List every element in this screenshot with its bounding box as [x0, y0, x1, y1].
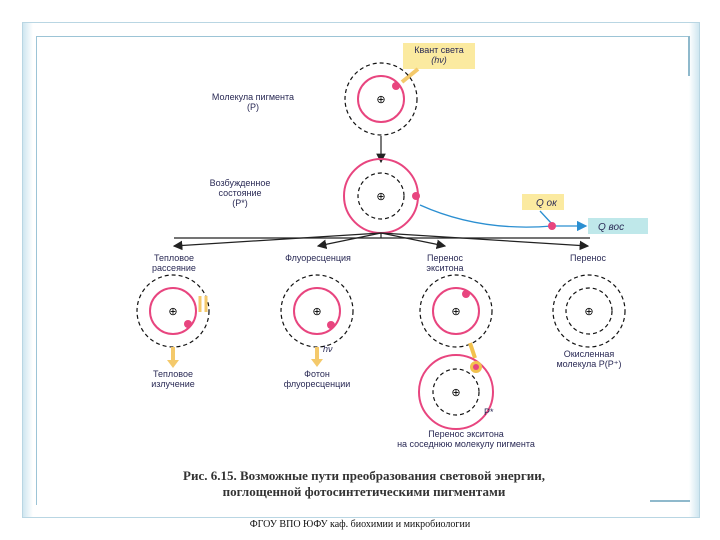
- q-oxidized-label: Q ок: [536, 198, 558, 209]
- thermal-out-label: Тепловое: [153, 369, 193, 379]
- q-reduced-box: [588, 218, 648, 234]
- molecule-label: (P): [247, 102, 259, 112]
- oxidized-label: Окисленная: [564, 349, 615, 359]
- oxidized-label: молекула P(P⁺): [556, 359, 621, 369]
- frame-accent: [688, 36, 690, 76]
- fluorescence-molecule: ⊕: [280, 274, 354, 348]
- electron: [327, 321, 335, 329]
- thermal-label: Тепловое: [154, 253, 194, 263]
- q-oxidized-box: [522, 194, 564, 210]
- nucleus-icon: ⊕: [451, 387, 460, 399]
- figure-caption: поглощенной фотосинтетическими пигментам…: [223, 484, 506, 499]
- transfer-label: Перенос: [570, 253, 606, 263]
- arrow: [172, 232, 382, 251]
- heat-icon: [198, 296, 208, 312]
- nucleus-icon: ⊕: [312, 306, 321, 318]
- fluorescence-label: Флуоресценция: [285, 253, 351, 263]
- nucleus-icon: ⊕: [451, 306, 460, 318]
- excited-label: состояние: [218, 188, 261, 198]
- photon-label: флуоресценции: [284, 379, 351, 389]
- p-star-label: P*: [484, 407, 494, 417]
- electron: [548, 222, 556, 230]
- thermal-molecule: ⊕: [136, 274, 210, 348]
- nucleus-icon: ⊕: [376, 94, 385, 106]
- arrow: [316, 232, 382, 250]
- arrow: [380, 232, 590, 251]
- excited-label: (P*): [232, 198, 248, 208]
- ground-state-molecule: ⊕: [344, 62, 418, 136]
- electron: [392, 82, 400, 90]
- frame-accent: [650, 500, 690, 502]
- arrow: [539, 210, 553, 225]
- electron-transfer-path: [419, 204, 553, 228]
- molecule-label: Молекула пигмента: [212, 92, 294, 102]
- exciton-label: Перенос: [427, 253, 463, 263]
- slide-footer: ФГОУ ВПО ЮФУ каф. биохимии и микробиолог…: [249, 519, 471, 530]
- electron: [473, 364, 479, 370]
- photon-label: Фотон: [304, 369, 330, 379]
- thermal-label: рассеяние: [152, 263, 196, 273]
- quantum-callout: [403, 43, 475, 69]
- neighbour-molecule: ⊕: [418, 354, 494, 430]
- exciton-molecule: ⊕: [419, 274, 493, 348]
- quantum-label: (hν): [431, 55, 447, 65]
- nucleus-icon: ⊕: [168, 306, 177, 318]
- excited-state-molecule: ⊕: [343, 158, 420, 234]
- quantum-label: Квант света: [414, 45, 463, 55]
- excited-label: Возбужденное: [210, 178, 271, 188]
- nucleus-icon: ⊕: [584, 306, 593, 318]
- exciton-next-label: Перенос экситона: [428, 429, 504, 439]
- thermal-out-label: излучение: [151, 379, 195, 389]
- exciton-label: экситона: [426, 263, 463, 273]
- electron: [462, 290, 470, 298]
- hv-label: hν: [323, 344, 333, 354]
- exciton-arrow: [468, 342, 477, 359]
- light-ray: [400, 67, 420, 84]
- oxidized-molecule: ⊕: [552, 274, 626, 348]
- arrow: [380, 232, 447, 250]
- nucleus-icon: ⊕: [376, 191, 385, 203]
- exciton-next-label: на соседнюю молекулу пигмента: [397, 439, 535, 449]
- electron: [412, 192, 420, 200]
- figure-caption: Рис. 6.15. Возможные пути преобразования…: [183, 468, 545, 483]
- q-reduced-label: Q вос: [598, 222, 624, 233]
- electron: [184, 320, 192, 328]
